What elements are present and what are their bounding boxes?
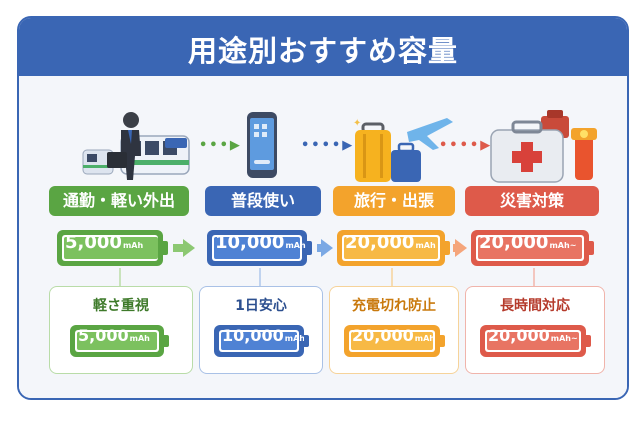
connector-line — [533, 268, 535, 286]
connector-line — [391, 268, 393, 286]
svg-text:✦: ✦ — [353, 118, 361, 129]
battery-capacity: 20,000 — [488, 326, 550, 345]
battery-disaster: 20,000mAh~ — [471, 230, 589, 266]
benefit-card-daily: 1日安心 10,000mAh — [199, 286, 323, 374]
battery-unit: mAh — [284, 334, 305, 343]
suitcase-airplane-icon: ✦ — [353, 118, 453, 182]
small-battery: 20,000mAh~ — [480, 325, 586, 357]
connector-line — [259, 268, 261, 286]
flow-arrow-2: ••••▶ — [301, 138, 355, 153]
flow-arrow-3: ••••▶ — [439, 138, 493, 153]
small-battery: 10,000mAh — [214, 325, 305, 357]
battery-capacity: 5,000 — [78, 326, 129, 345]
benefit-text: 長時間対応 — [500, 298, 570, 314]
battery-daily: 10,000mAh — [207, 230, 307, 266]
benefit-text: 軽さ重視 — [93, 298, 149, 314]
battery-cap — [589, 241, 594, 255]
category-label-daily: 普段使い — [205, 186, 321, 216]
flow-arrow-1: •••▶ — [199, 138, 242, 153]
benefit-card-travel: 充電切れ防止 20,000mAh — [329, 286, 459, 374]
emergency-kit-icon — [490, 110, 597, 183]
benefit-text: 充電切れ防止 — [352, 298, 436, 314]
battery-capacity: 20,000 — [479, 232, 549, 253]
small-battery: 5,000mAh — [70, 325, 164, 357]
arrow-shaft — [173, 244, 185, 252]
battery-cap — [445, 241, 450, 255]
battery-capacity: 10,000 — [215, 232, 285, 253]
battery-unit: mAh~ — [549, 241, 577, 250]
category-label-disaster: 災害対策 — [465, 186, 599, 216]
battery-unit: mAh — [129, 334, 150, 343]
battery-cap — [304, 335, 309, 347]
battery-cap — [307, 241, 312, 255]
arrow-right-icon — [183, 239, 195, 257]
battery-cap — [163, 241, 168, 255]
battery-unit: mAh — [414, 334, 435, 343]
battery-unit: mAh — [122, 241, 144, 250]
connector-line — [119, 268, 121, 286]
benefit-text: 1日安心 — [235, 298, 287, 314]
arrow-shaft — [317, 244, 323, 252]
category-label-travel: 旅行・出張 — [333, 186, 455, 216]
benefit-card-commute: 軽さ重視 5,000mAh — [49, 286, 193, 374]
battery-travel: 20,000mAh — [337, 230, 445, 266]
arrow-right-icon — [321, 239, 333, 257]
battery-cap — [440, 335, 445, 347]
page-title: 用途別おすすめ容量 — [187, 34, 458, 68]
infographic-frame: 用途別おすすめ容量 ✦ — [17, 16, 629, 400]
small-battery: 20,000mAh — [344, 325, 440, 357]
battery-capacity: 20,000 — [352, 326, 414, 345]
battery-unit: mAh — [415, 241, 436, 250]
battery-capacity: 10,000 — [222, 326, 284, 345]
battery-unit: mAh~ — [550, 334, 578, 343]
battery-unit: mAh — [285, 241, 306, 250]
commuter-train-icon — [82, 112, 190, 180]
battery-cap — [164, 335, 169, 347]
arrow-right-icon — [455, 239, 467, 257]
battery-cap — [586, 335, 591, 347]
battery-commute: 5,000mAh — [57, 230, 163, 266]
battery-capacity: 5,000 — [65, 232, 122, 253]
battery-capacity: 20,000 — [345, 232, 415, 253]
header-bar: 用途別おすすめ容量 — [19, 18, 627, 76]
category-label-commute: 通勤・軽い外出 — [49, 186, 189, 216]
benefit-card-disaster: 長時間対応 20,000mAh~ — [465, 286, 605, 374]
smartphone-icon — [247, 112, 277, 178]
